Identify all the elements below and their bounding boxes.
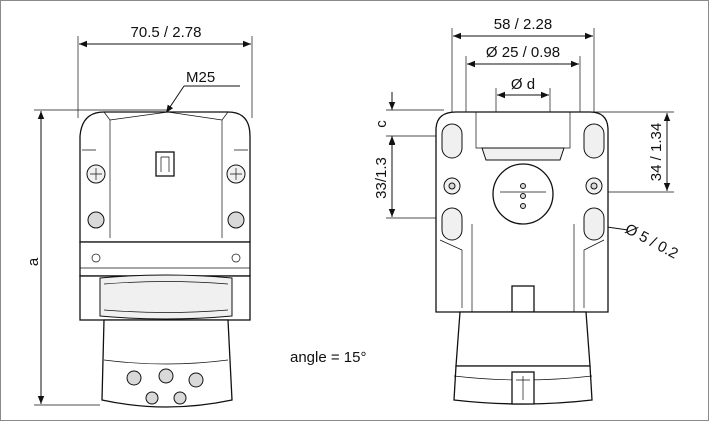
pin-3 [188,372,204,388]
front-slot-bottom-left [441,207,463,241]
front-inner-walls [471,224,575,312]
side-screw-right-slot [230,168,242,180]
front-screw-right-center [590,182,598,190]
cable-gland-symbol [155,151,175,177]
front-slot-bottom-right [583,207,605,241]
front-screw-left-center [448,182,456,190]
pin-4 [145,391,159,405]
side-collar [99,274,233,320]
front-top-latch [481,147,565,161]
side-housing [79,111,251,243]
pin-5 [173,391,187,405]
dia25-label: Ø 25 / 0.98 [486,44,560,61]
thread-leader [165,85,185,114]
side-screw-left-slot [90,168,102,180]
width-top-label: 70.5 / 2.78 [131,24,202,41]
front-slot-top-left [441,123,463,159]
flange-mark-left [91,253,101,263]
side-view: 70.5 / 2.78 M25 a [25,24,253,408]
hole-dia-label: Ø 5 / 0.2 [622,221,681,263]
height-34-label: 34 / 1.34 [648,123,665,181]
front-side-chamfers [439,239,605,308]
front-bottom-tab [511,285,535,313]
spacing-33-label: 33/1.3 [373,157,390,199]
side-flange [79,241,251,277]
cable-entry-dot-1 [520,183,526,189]
width-front-label: 58 / 2.28 [494,16,552,33]
cable-entry-dot-3 [520,203,526,209]
side-collar-lines [103,281,229,313]
side-hole-right [227,211,245,229]
pin-1 [126,370,142,386]
c-label: c [373,120,390,128]
flange-mark-right [231,253,241,263]
cable-gland-detail [160,156,170,172]
front-slot-top-right [583,123,605,159]
side-hole-left [87,211,105,229]
plug-body-line [103,359,229,365]
height-a-label: a [25,257,42,266]
side-top-chamfer [109,111,223,121]
dia-d-label: Ø d [511,76,535,93]
cable-entry-dot-2 [520,193,526,199]
front-plug-body [455,311,591,367]
plug-body [101,319,233,408]
thread-label: M25 [186,69,215,86]
angle-note: angle = 15° [290,349,366,366]
front-view: 58 / 2.28 Ø 25 / 0.98 Ø d c 33/1.3 34 / … [373,16,681,405]
front-plug-key-detail [516,376,530,400]
pin-2 [158,368,174,384]
